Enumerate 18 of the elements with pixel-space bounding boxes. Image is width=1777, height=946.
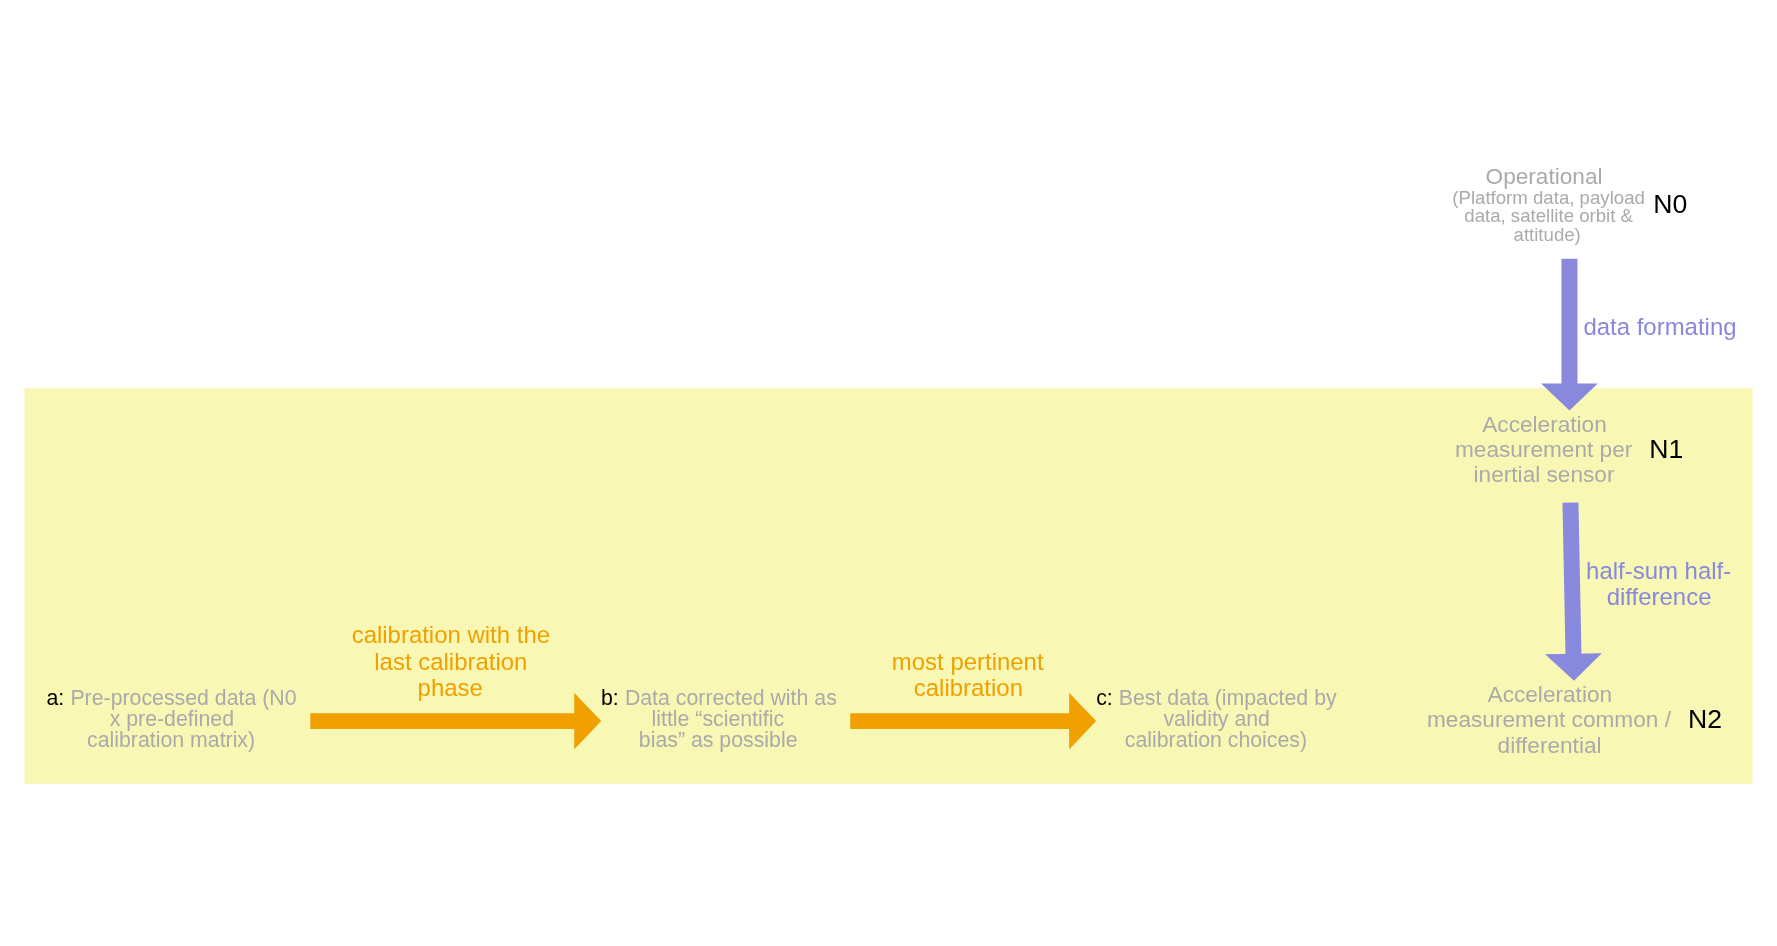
node-text: c: Best data (impacted by validity and calibration choices) [1096,685,1337,752]
cluster [24,387,1753,784]
arrow [310,692,602,749]
node-label: Acceleration measurement per inertial sensor [1454,411,1633,487]
node-label: Acceleration measurement common / differential [1427,681,1671,758]
node-text: b: Data corrected with as little “scientific bias” as possible [600,685,837,752]
edge-label: data formating [1583,312,1737,340]
arrow [850,692,1097,749]
node-label: Operational [1485,163,1603,189]
edge-label: most pertinent calibration [891,647,1044,701]
node-text: N2 [1687,703,1722,734]
edge-label: half-sum half-difference [1586,556,1732,610]
node-text: N1 [1649,433,1684,464]
edge-label: calibration with the last calibration phase [351,620,551,701]
node-text: a: Pre-processed data (N0 x pre-defined calibration matrix) [46,685,297,752]
node-text: N0 [1653,188,1688,219]
arrow [1545,501,1602,681]
arrow [1541,258,1598,410]
